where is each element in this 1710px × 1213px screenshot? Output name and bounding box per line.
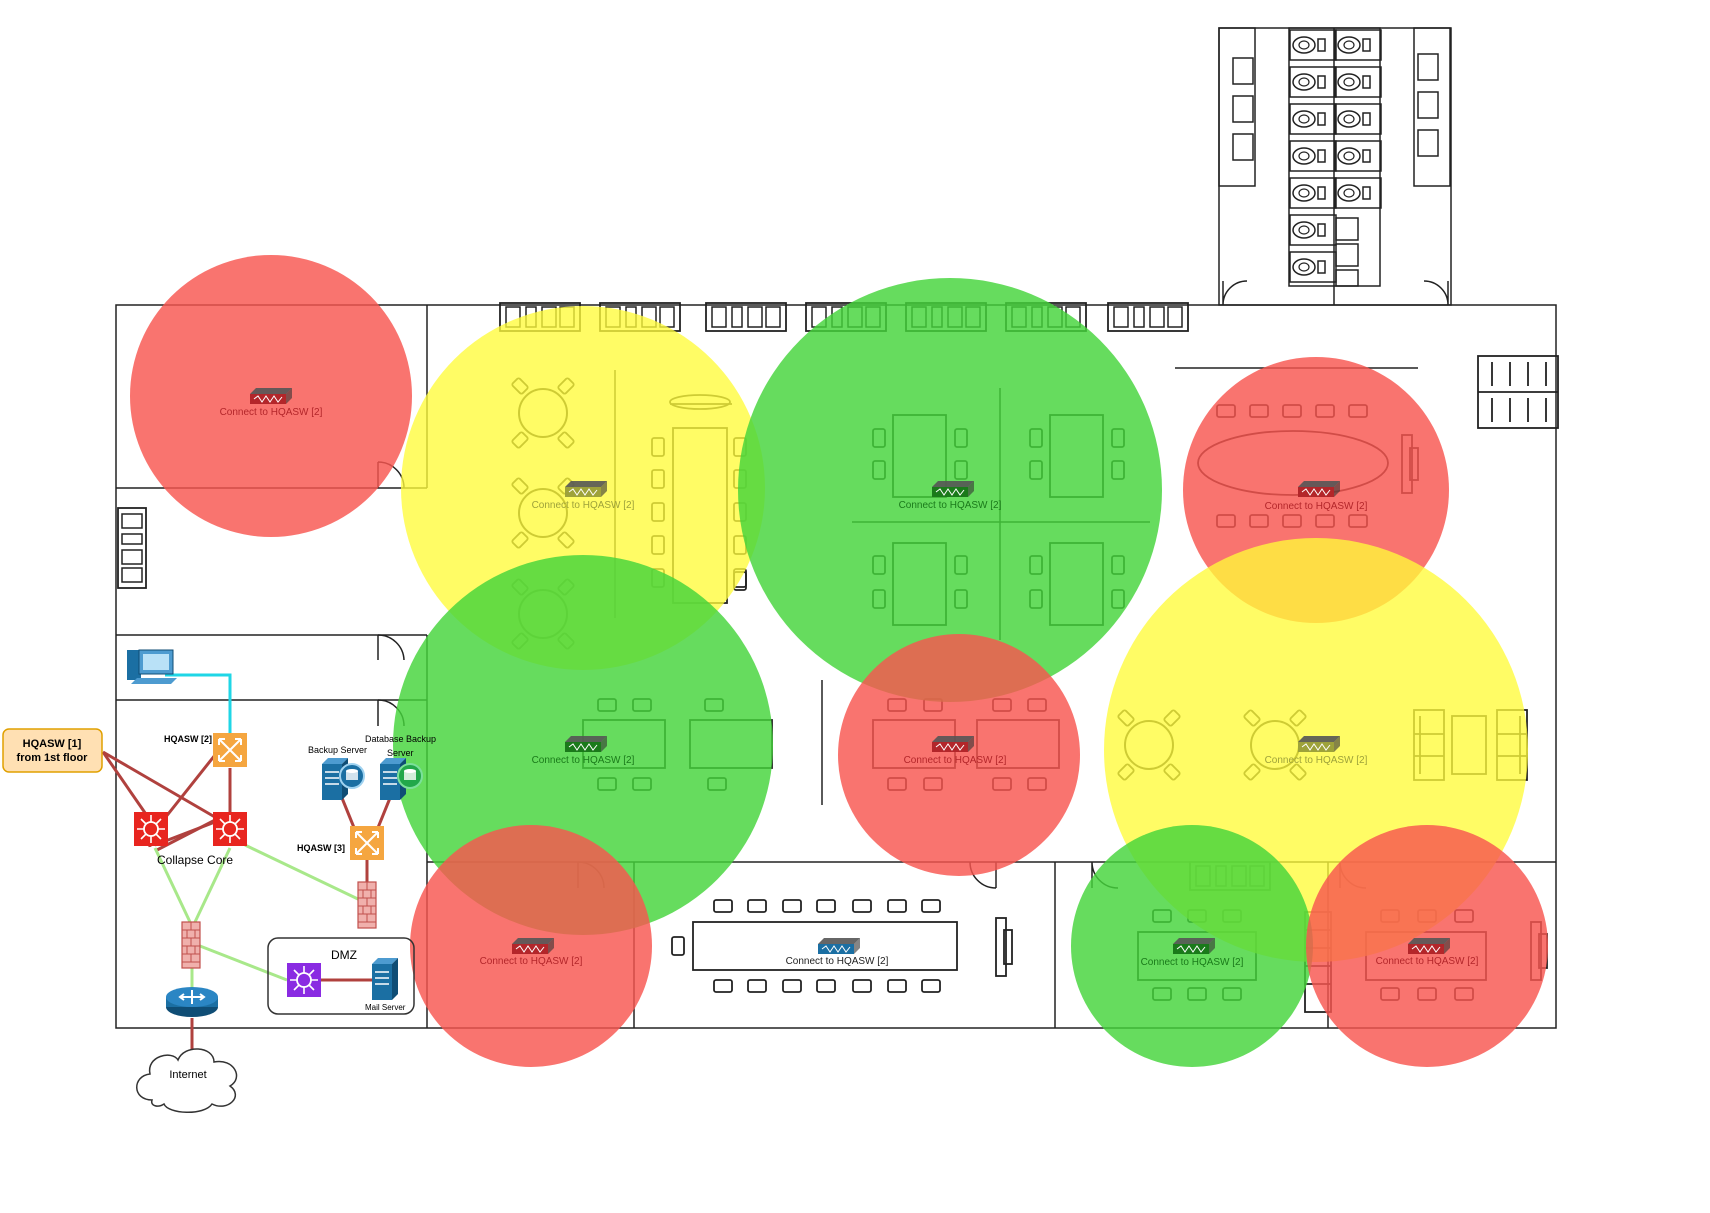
database-backup-label-line2: Server: [387, 748, 414, 758]
access-point-label: Connect to HQASW [2]: [899, 500, 1002, 511]
internet-cloud-icon: [136, 1048, 238, 1113]
access-point-icon: [931, 735, 975, 753]
hqasw3-switch-icon: [349, 825, 385, 861]
access-point-icon: [817, 937, 861, 955]
network-topology: HQASW [1] from 1st floor HQASW [2] Colla…: [2, 649, 436, 1113]
hqasw2-switch-icon: [212, 732, 248, 768]
access-point-label: Connect to HQASW [2]: [532, 500, 635, 511]
pc-to-hqasw2-link: [165, 673, 232, 733]
access-point-label: Connect to HQASW [2]: [532, 755, 635, 766]
firewall-to-dmz-link: [199, 944, 288, 982]
uplink-note-line2: from 1st floor: [17, 752, 89, 764]
access-point-icon: [1297, 735, 1341, 753]
mail-server-icon: [371, 957, 399, 1001]
dmz-zone: [267, 937, 415, 1015]
access-point-icon: [1172, 937, 1216, 955]
access-point-label: Connect to HQASW [2]: [1265, 755, 1368, 766]
core1-to-firewall-link: [153, 847, 192, 923]
router-icon: [166, 987, 218, 1017]
access-point-label: Connect to HQASW [2]: [1376, 956, 1479, 967]
uplink-note-line1: HQASW [1]: [23, 738, 82, 750]
hqasw2-to-core1-link: [163, 754, 217, 819]
backup-server-label: Backup Server: [308, 745, 367, 755]
access-points: Connect to HQASW [2] Connect to HQASW [2]…: [220, 387, 1479, 968]
database-backup-label-line1: Database Backup: [365, 734, 436, 744]
access-point-icon: [564, 480, 608, 498]
access-point-icon: [1407, 937, 1451, 955]
dmz-firewall-icon: [357, 881, 377, 929]
access-point-label: Connect to HQASW [2]: [1141, 957, 1244, 968]
dmz-switch-icon: [287, 963, 321, 997]
core-switch-1-icon: [133, 811, 169, 847]
workstation-icon: [127, 649, 177, 684]
hqasw3-label: HQASW [3]: [297, 843, 345, 853]
access-point-label: Connect to HQASW [2]: [786, 956, 889, 967]
uplink-to-core1-link: [101, 751, 152, 821]
backup-server-icon: [321, 757, 365, 801]
access-point-label: Connect to HQASW [2]: [220, 407, 323, 418]
core-switch-2-icon: [212, 811, 248, 847]
dmz-label: DMZ: [331, 948, 357, 962]
core2-to-firewall-link: [193, 847, 232, 923]
restroom-fixtures: [1232, 29, 1439, 287]
access-point-label: Connect to HQASW [2]: [480, 956, 583, 967]
database-backup-server-icon: [379, 757, 423, 801]
access-point-icon: [1297, 480, 1341, 498]
core2-to-dmz-firewall-link: [244, 843, 361, 902]
access-point-icon: [249, 387, 293, 405]
access-point-label: Connect to HQASW [2]: [904, 755, 1007, 766]
mail-server-label: Mail Server: [365, 1003, 406, 1012]
collapse-core-label: Collapse Core: [157, 853, 233, 867]
coverage-zone-red: [838, 634, 1080, 876]
internet-label: Internet: [169, 1069, 206, 1081]
access-point-icon: [564, 735, 608, 753]
access-point-label: Connect to HQASW [2]: [1265, 501, 1368, 512]
uplink-note: HQASW [1] from 1st floor: [2, 728, 103, 773]
edge-firewall-icon: [181, 921, 201, 969]
uplink-to-core2-link: [102, 750, 221, 822]
access-point-icon: [511, 937, 555, 955]
hqasw2-label: HQASW [2]: [164, 734, 212, 744]
access-point-icon: [931, 480, 975, 498]
